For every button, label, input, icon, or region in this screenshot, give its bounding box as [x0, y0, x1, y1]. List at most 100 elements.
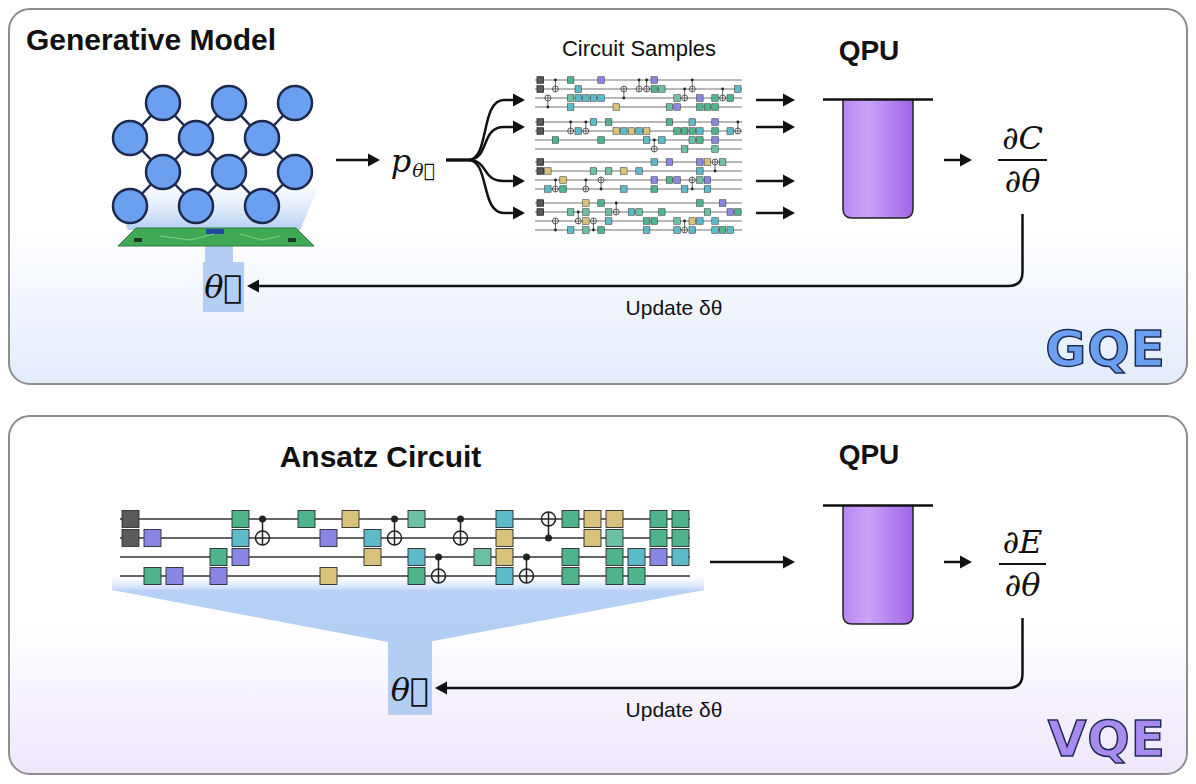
network-link: [262, 138, 295, 172]
cnot-target: [689, 177, 695, 183]
gate: [605, 218, 612, 225]
cnot-target: [256, 531, 270, 545]
neural-network: [113, 86, 312, 223]
cnot-target: [621, 86, 627, 92]
cnot-control: [457, 516, 464, 523]
network-link: [196, 138, 229, 172]
connector-line: [446, 127, 515, 160]
connector-line: [336, 159, 370, 162]
gate: [613, 104, 620, 111]
circuit-wire: [120, 556, 690, 557]
gate: [590, 119, 597, 126]
cnot-control: [554, 179, 557, 182]
gate: [643, 218, 650, 225]
neuron: [146, 155, 180, 189]
circuit-wire: [535, 180, 742, 181]
numerator: ∂E: [999, 524, 1047, 561]
network-link: [196, 103, 229, 138]
cnot-control: [683, 88, 686, 91]
ansatz-circuit: [120, 511, 690, 585]
vqe-panel: VQEAnsatz CircuitQPU∂E∂θθ⃗: [8, 415, 1188, 775]
qpu-lid: [823, 98, 933, 101]
cnot-plus: [575, 218, 581, 224]
gate: [666, 177, 673, 184]
cnot-plus: [568, 128, 574, 134]
connector-line: [756, 180, 785, 183]
gate: [674, 104, 681, 111]
edge-label: Update δθ: [626, 295, 723, 320]
gate: [496, 511, 513, 528]
gate: [719, 159, 726, 166]
arrow-head: [783, 556, 795, 569]
panel-watermark: VQE: [1048, 712, 1166, 767]
cnot-plus: [720, 95, 726, 101]
circuit-wire: [535, 98, 742, 99]
cnot-plus: [545, 95, 551, 101]
gate: [584, 511, 601, 528]
gate: [651, 77, 658, 84]
cnot-link: [593, 221, 594, 230]
neuron: [212, 86, 246, 120]
gate: [712, 119, 719, 126]
gate: [735, 86, 742, 93]
connector-line: [446, 160, 515, 213]
connector-line: [446, 160, 515, 181]
connector: [944, 556, 972, 569]
denominator: ∂θ: [1001, 163, 1045, 200]
gate: [583, 200, 590, 207]
gate: [621, 168, 628, 175]
gate: [567, 104, 574, 111]
gate: [562, 511, 579, 528]
cnot-target: [432, 569, 446, 583]
cnot-target: [682, 95, 688, 101]
cnot-plus: [613, 209, 619, 215]
qpu-block: QPU: [798, 32, 940, 222]
circuit-wire: [535, 189, 742, 190]
gate: [712, 146, 719, 153]
gate: [408, 568, 425, 585]
gate: [583, 95, 590, 102]
gate: [408, 549, 425, 566]
cnot-link: [737, 122, 738, 131]
cnot-target: [644, 86, 650, 92]
gate: [567, 209, 574, 216]
fraction-bar: [998, 159, 1047, 161]
connector-line: [944, 561, 962, 564]
arrow-head: [513, 207, 525, 220]
gate: [210, 568, 227, 585]
gate: [584, 530, 601, 547]
parameter-symbol: θ⃗: [204, 268, 242, 306]
network-link: [262, 172, 295, 206]
neuron: [245, 121, 279, 155]
cnot-link: [692, 180, 693, 189]
gate: [666, 119, 673, 126]
gate: [232, 511, 249, 528]
network-link: [262, 103, 295, 138]
neuron: [245, 189, 279, 223]
gate: [697, 137, 704, 144]
gate: [364, 549, 381, 566]
gate: [712, 227, 719, 234]
gate: [672, 530, 689, 547]
cnot-target: [575, 218, 581, 224]
gate: [712, 104, 719, 111]
gate: [621, 186, 628, 193]
connector: [435, 618, 1023, 695]
gate: [674, 177, 681, 184]
cnot-plus: [454, 531, 468, 545]
cnot-control: [391, 516, 398, 523]
cnot-control: [691, 188, 694, 191]
gate: [643, 128, 650, 135]
cnot-target: [583, 128, 589, 134]
gate: [122, 511, 139, 528]
cnot-control: [584, 121, 587, 124]
cnot-link: [601, 180, 602, 189]
gate: [697, 200, 704, 207]
cnot-target: [590, 218, 596, 224]
connector-line: [756, 126, 785, 129]
gate: [598, 77, 605, 84]
gate: [598, 95, 605, 102]
circuit-wire: [535, 162, 742, 163]
arrow-head: [435, 682, 447, 695]
